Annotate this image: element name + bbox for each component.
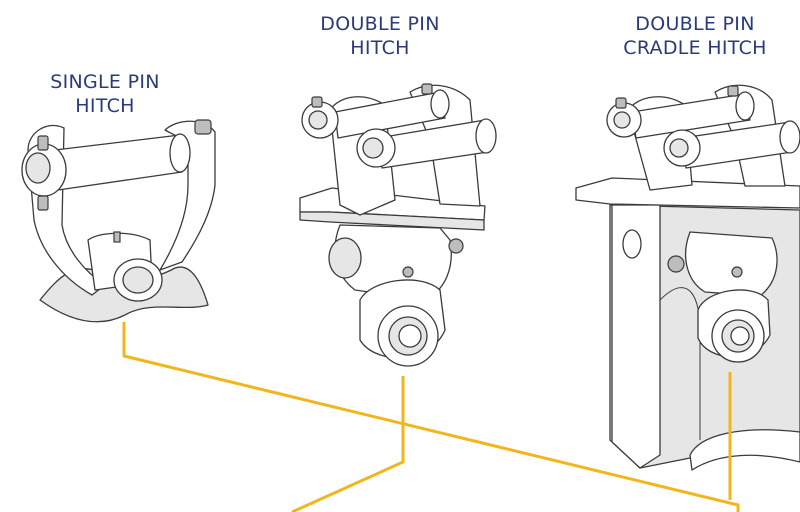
connector-line-double [291,376,405,512]
label-double-pin-hitch: DOUBLE PIN HITCH [290,12,470,60]
label-single-pin-line1: SINGLE PIN [50,71,160,93]
label-double-pin-line1: DOUBLE PIN [320,13,440,35]
label-single-pin-hitch: SINGLE PIN HITCH [20,70,190,118]
single-pin-hitch-drawing [21,119,216,323]
label-cradle-line1: DOUBLE PIN [635,13,755,35]
label-single-pin-line2: HITCH [75,95,135,117]
label-double-pin-line2: HITCH [350,37,410,59]
connector-lines [122,322,740,512]
label-double-pin-cradle-hitch: DOUBLE PIN CRADLE HITCH [590,12,800,60]
label-cradle-line2: CRADLE HITCH [623,37,767,59]
double-pin-cradle-hitch-drawing [575,84,800,471]
double-pin-hitch-drawing [299,83,497,367]
connector-line-single [122,322,740,512]
